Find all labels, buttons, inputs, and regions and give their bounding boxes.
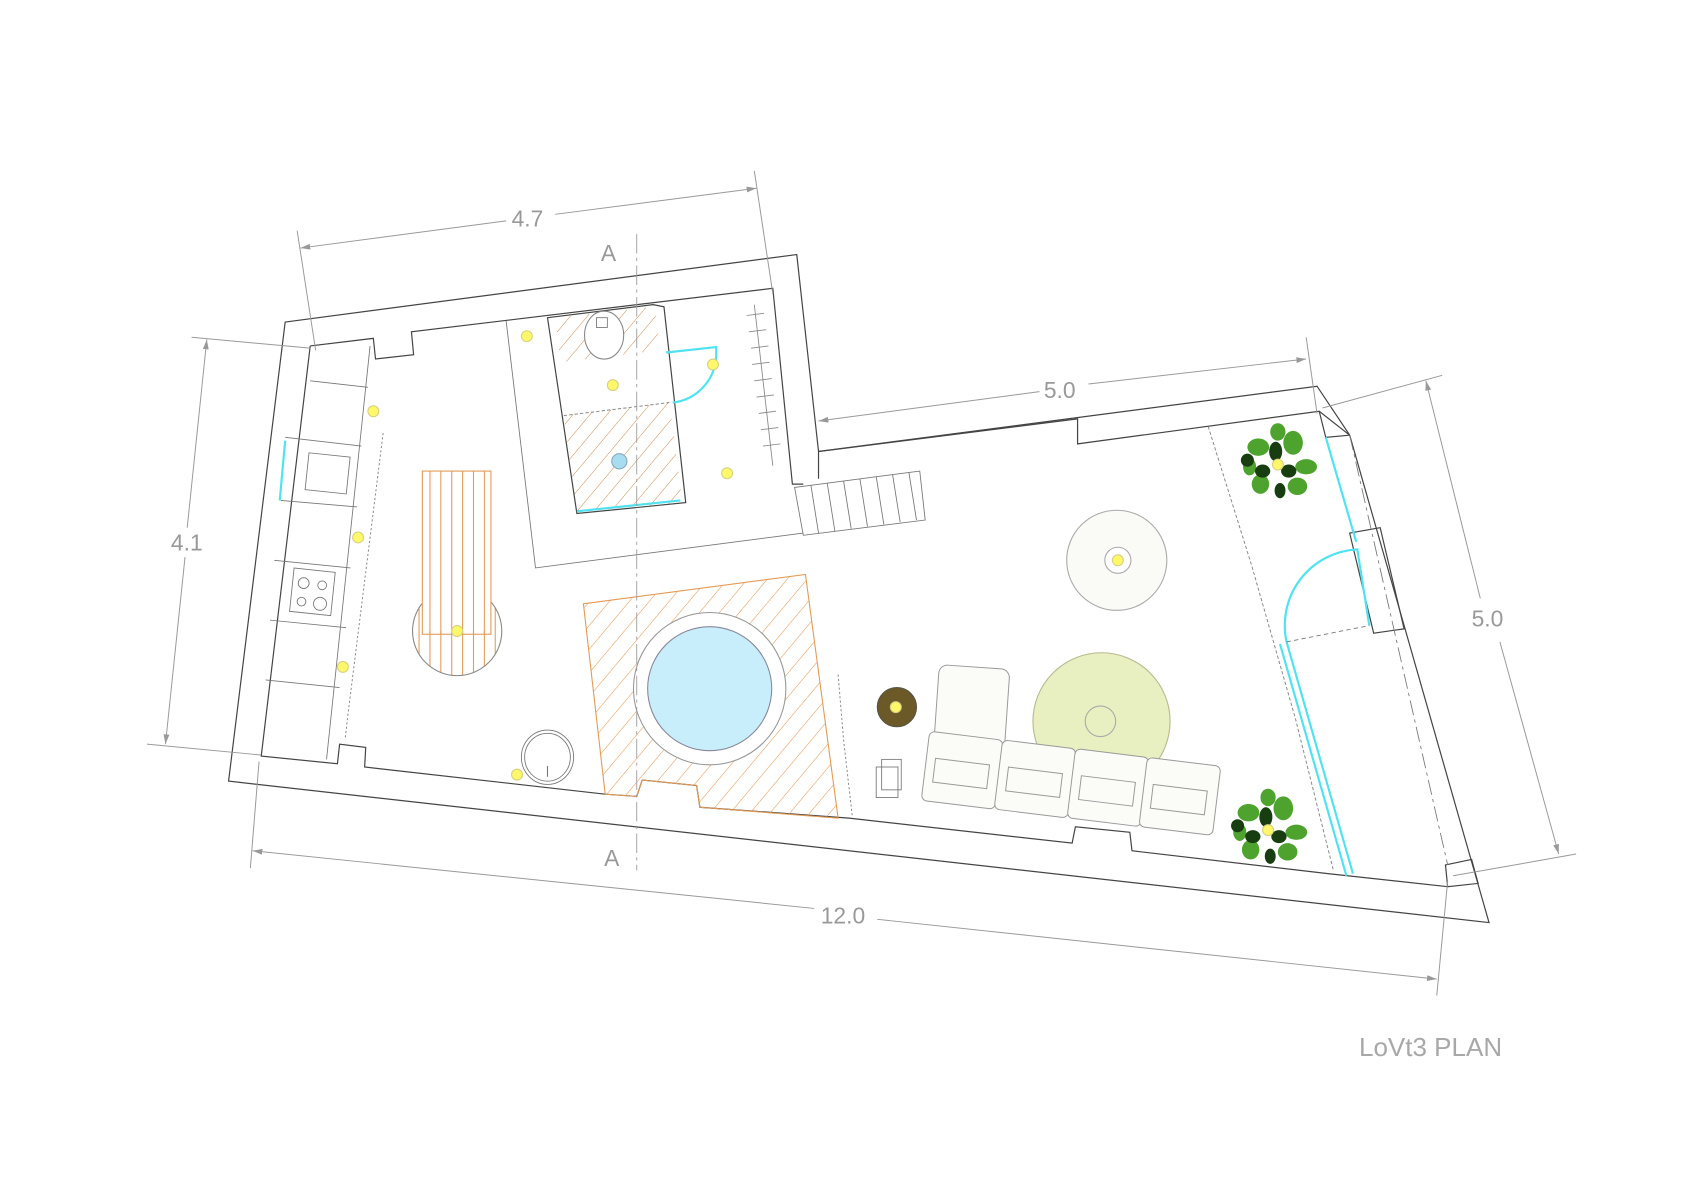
light	[336, 660, 349, 673]
section-line-a: A A	[601, 233, 638, 871]
dimension-right: 5.0	[1472, 606, 1504, 632]
walls	[227, 253, 1490, 924]
light	[721, 467, 734, 480]
light	[451, 625, 464, 637]
curtains	[344, 426, 1334, 871]
light	[367, 405, 380, 418]
living-area	[875, 509, 1221, 836]
plant-top	[1240, 423, 1318, 499]
kitchen-sink	[304, 452, 351, 495]
stairs	[794, 470, 926, 536]
plant-bottom	[1231, 788, 1308, 864]
wardrobe-hangers	[746, 304, 781, 466]
section-marker-bottom: A	[604, 845, 620, 871]
dimension-lines: 4.7 5.0 4.1 5.0 12.0	[146, 170, 1577, 996]
light	[1262, 824, 1275, 837]
light	[520, 330, 533, 343]
sofa	[921, 664, 1221, 836]
bathroom	[505, 304, 804, 569]
light	[1271, 458, 1284, 471]
plunge-pool	[582, 573, 839, 819]
section-marker-top: A	[601, 240, 617, 266]
plan-title: LoVt3 PLAN	[1359, 1032, 1503, 1062]
toilet	[583, 310, 625, 360]
light	[1111, 554, 1124, 567]
side-table	[875, 758, 902, 798]
light	[606, 379, 619, 392]
light	[511, 768, 524, 781]
dimension-top-left: 4.7	[512, 205, 544, 231]
ceiling-lights	[336, 330, 1284, 837]
dimension-total: 12.0	[821, 903, 865, 929]
round-basin	[520, 729, 575, 785]
light	[706, 358, 719, 371]
cooktop	[289, 567, 336, 617]
light	[889, 701, 902, 714]
shower-drain	[611, 453, 628, 470]
kitchen-counter	[265, 345, 371, 760]
dimension-left: 4.1	[171, 530, 203, 556]
light	[352, 531, 365, 544]
dimension-top-right: 5.0	[1044, 377, 1076, 403]
glass-door	[1278, 435, 1449, 877]
dining-table	[411, 470, 503, 677]
